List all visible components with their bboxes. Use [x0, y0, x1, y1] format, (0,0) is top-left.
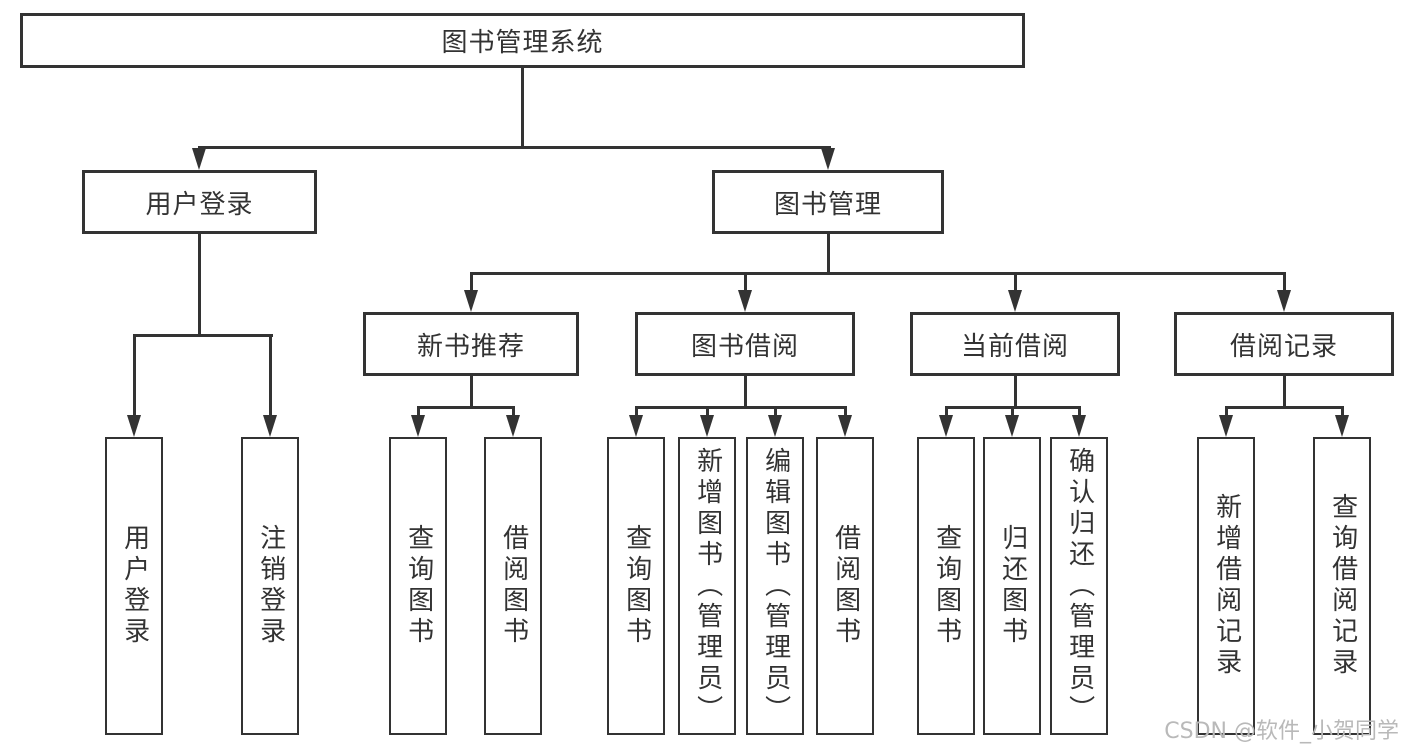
leaf-add-book-admin: 新增图书（管理员） [678, 437, 736, 735]
connector-line [1011, 406, 1014, 418]
leaf-label: 归还图书 [997, 524, 1028, 648]
connector-line [512, 406, 515, 418]
connector-line [1078, 406, 1081, 418]
arrow-down-icon [506, 415, 520, 437]
connector-line [133, 334, 136, 419]
leaf-label: 查询图书 [931, 524, 962, 648]
node-label: 借阅记录 [1229, 331, 1338, 362]
node-current-borrowing: 当前借阅 [910, 312, 1120, 376]
node-label: 图书借阅 [690, 331, 799, 362]
connector-line [1014, 376, 1017, 408]
connector-line [1341, 406, 1344, 418]
arrow-down-icon [1005, 415, 1019, 437]
connector-line [635, 406, 846, 409]
arrow-down-icon [263, 415, 277, 437]
leaf-query-borrow-record: 查询借阅记录 [1313, 437, 1371, 735]
connector-line [774, 406, 777, 418]
connector-line [744, 376, 747, 408]
connector-line [1283, 272, 1286, 294]
connector-line [1225, 406, 1228, 418]
connector-line [521, 68, 524, 148]
arrow-down-icon [1072, 415, 1086, 437]
leaf-logout: 注销登录 [241, 437, 299, 735]
leaf-recommend-query-books: 查询图书 [389, 437, 447, 735]
leaf-return-books: 归还图书 [983, 437, 1041, 735]
arrow-down-icon [738, 290, 752, 312]
leaf-recommend-borrow-books: 借阅图书 [484, 437, 542, 735]
leaf-label: 编辑图书（管理员） [760, 446, 791, 726]
arrow-down-icon [411, 415, 425, 437]
leaf-label: 查询图书 [403, 524, 434, 648]
node-library-management-system: 图书管理系统 [20, 13, 1025, 68]
connector-line [417, 406, 420, 418]
leaf-label: 注销登录 [255, 524, 286, 648]
node-book-management: 图书管理 [712, 170, 944, 234]
node-label: 新书推荐 [416, 331, 525, 362]
node-label: 用户登录 [145, 189, 254, 220]
leaf-label: 查询图书 [621, 524, 652, 648]
connector-line [133, 334, 273, 337]
leaf-add-borrow-record: 新增借阅记录 [1197, 437, 1255, 735]
leaf-current-query-books: 查询图书 [917, 437, 975, 735]
leaf-confirm-return-admin: 确认归还（管理员） [1050, 437, 1108, 735]
node-user-login: 用户登录 [82, 170, 317, 234]
node-label: 当前借阅 [960, 331, 1069, 362]
connector-line [269, 334, 272, 419]
arrow-down-icon [192, 148, 206, 170]
connector-line [470, 376, 473, 408]
connector-line [844, 406, 847, 418]
node-label: 图书管理系统 [441, 28, 604, 58]
leaf-label: 新增借阅记录 [1211, 493, 1242, 679]
arrow-down-icon [1335, 415, 1349, 437]
arrow-down-icon [464, 290, 478, 312]
leaf-borrow-borrow-books: 借阅图书 [816, 437, 874, 735]
connector-line [417, 406, 515, 409]
node-borrowing-records: 借阅记录 [1174, 312, 1394, 376]
arrow-down-icon [700, 415, 714, 437]
connector-line [706, 406, 709, 418]
connector-line [945, 406, 948, 418]
arrow-down-icon [629, 415, 643, 437]
arrow-down-icon [838, 415, 852, 437]
connector-line [198, 146, 831, 149]
leaf-user-login: 用户登录 [105, 437, 163, 735]
node-new-book-recommendation: 新书推荐 [363, 312, 579, 376]
node-label: 图书管理 [773, 189, 882, 220]
connector-line [635, 406, 638, 418]
connector-line [827, 234, 830, 274]
connector-line [1014, 272, 1017, 294]
leaf-label: 确认归还（管理员） [1064, 446, 1095, 726]
arrow-down-icon [821, 148, 835, 170]
leaf-borrow-query-books: 查询图书 [607, 437, 665, 735]
connector-line [744, 272, 747, 294]
leaf-label: 用户登录 [119, 524, 150, 648]
connector-line [470, 272, 473, 294]
arrow-down-icon [1008, 290, 1022, 312]
arrow-down-icon [939, 415, 953, 437]
arrow-down-icon [127, 415, 141, 437]
csdn-watermark: CSDN @软件_小贺同学 [1164, 719, 1399, 744]
arrow-down-icon [1219, 415, 1233, 437]
arrow-down-icon [768, 415, 782, 437]
arrow-down-icon [1277, 290, 1291, 312]
node-book-borrowing: 图书借阅 [635, 312, 855, 376]
leaf-label: 新增图书（管理员） [692, 446, 723, 726]
leaf-label: 借阅图书 [830, 524, 861, 648]
connector-line [198, 234, 201, 336]
leaf-edit-book-admin: 编辑图书（管理员） [746, 437, 804, 735]
leaf-label: 查询借阅记录 [1327, 493, 1358, 679]
connector-line [1283, 376, 1286, 408]
connector-line [470, 272, 1285, 275]
leaf-label: 借阅图书 [498, 524, 529, 648]
connector-line [1225, 406, 1343, 409]
